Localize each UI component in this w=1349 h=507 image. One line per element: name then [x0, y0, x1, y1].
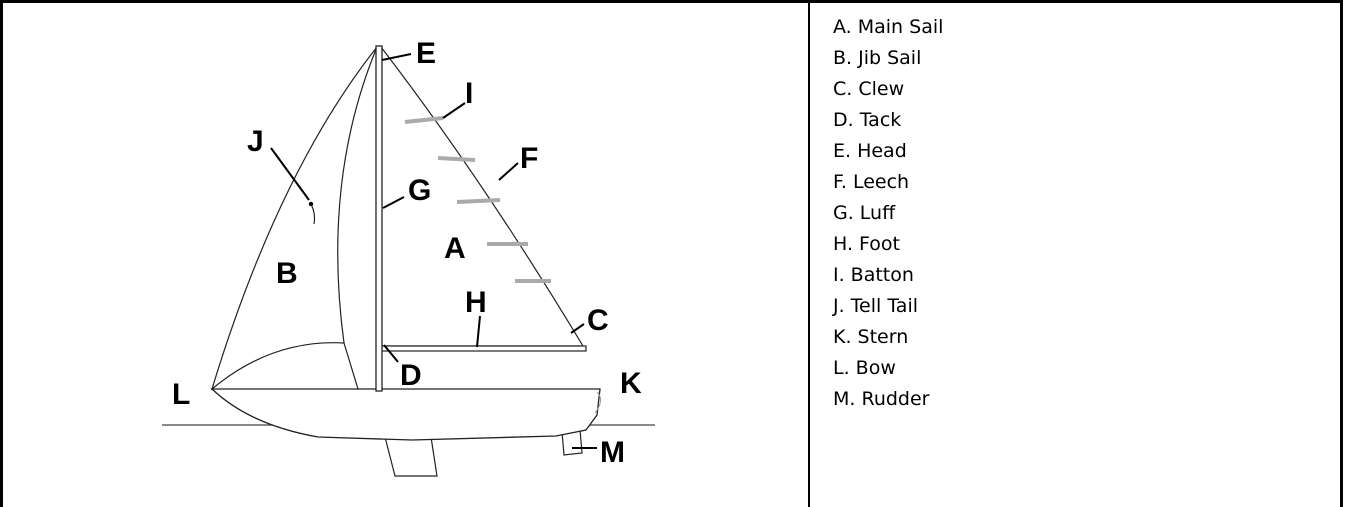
label-j: J [247, 125, 264, 158]
mast [375, 45, 383, 392]
leader-e [381, 53, 412, 61]
batten-2 [437, 156, 476, 162]
legend-item-rudder: M. Rudder [833, 388, 930, 410]
rudder [560, 417, 583, 456]
legend-item-jib-sail: B. Jib Sail [833, 47, 922, 69]
column-divider [808, 0, 810, 507]
legend-item-clew: C. Clew [833, 78, 905, 100]
leader-h [476, 315, 481, 348]
label-c: C [587, 304, 609, 337]
legend-item-bow: L. Bow [833, 357, 896, 379]
leader-d [383, 344, 399, 363]
parts-legend: A. Main Sail B. Jib Sail C. Clew D. Tack… [833, 12, 943, 415]
cabin-edge [343, 342, 359, 390]
sailboat-diagram: E I J F G A B H C D K L M [162, 37, 655, 477]
main-sail [380, 45, 585, 347]
leader-f [498, 162, 519, 181]
label-d: D [400, 359, 422, 392]
legend-item-main-sail: A. Main Sail [833, 16, 944, 38]
keel [384, 436, 438, 477]
label-k: K [620, 367, 642, 400]
leader-i [442, 102, 466, 119]
label-l: L [172, 378, 190, 411]
leader-g [382, 196, 405, 209]
hull [210, 388, 601, 441]
legend-item-tack: D. Tack [833, 109, 902, 131]
jib-sail [210, 46, 378, 391]
label-i: I [465, 77, 473, 110]
legend-item-stern: K. Stern [833, 326, 909, 348]
legend-item-batton: I. Batton [833, 264, 914, 286]
batten-1 [404, 116, 444, 124]
label-e: E [416, 37, 436, 70]
label-a: A [444, 232, 466, 265]
tell-tail-dot [308, 201, 314, 207]
label-g: G [408, 174, 431, 207]
label-m: M [600, 436, 625, 469]
boom [379, 345, 587, 352]
leader-j [270, 147, 310, 201]
label-h: H [465, 286, 487, 319]
legend-item-head: E. Head [833, 140, 907, 162]
legend-item-foot: H. Foot [833, 233, 900, 255]
legend-item-leech: F. Leech [833, 171, 910, 193]
legend-item-luff: G. Luff [833, 202, 896, 224]
stern-curve [594, 391, 601, 414]
label-f: F [520, 142, 538, 175]
legend-item-tell-tail: J. Tell Tail [833, 295, 919, 317]
leader-c [570, 323, 585, 334]
batten-3 [456, 198, 501, 204]
label-b: B [276, 257, 298, 290]
